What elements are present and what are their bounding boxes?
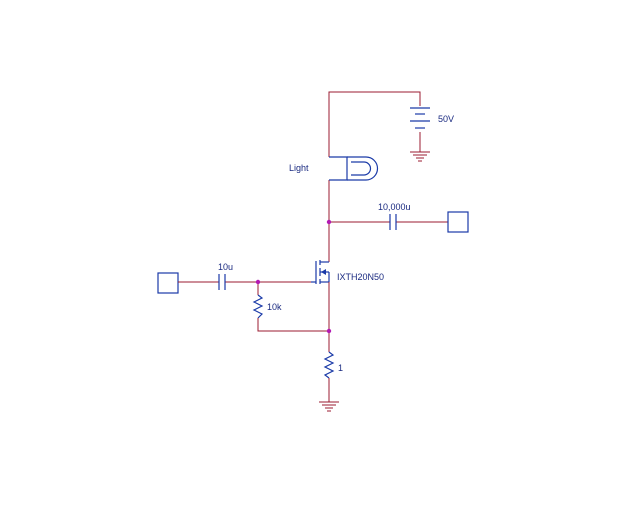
gate-resistor-return-wire [257,318,329,332]
source-resistor-symbol [323,351,335,379]
output-capacitor-label: 10,000u [378,202,411,212]
junction-node [255,279,261,285]
input-capacitor-label: 10u [218,262,233,272]
lamp-symbol [329,156,379,181]
junction-node [326,328,332,334]
ground-icon [319,401,339,412]
lamp-label: Light [289,163,309,173]
ground-icon [410,151,430,162]
source-resistor-label: 1 [338,363,343,373]
top-wires [328,91,421,222]
input-port [157,272,179,294]
mosfet-label: IXTH20N50 [337,272,384,282]
junction-node [326,219,332,225]
gate-resistor-symbol [252,294,264,319]
output-capacitor-symbol [389,214,397,230]
battery-symbol [410,107,430,129]
output-port [447,211,469,233]
input-capacitor-symbol [218,274,226,290]
battery-voltage-label: 50V [438,114,454,124]
gate-resistor-label: 10k [267,302,282,312]
mosfet-symbol [311,222,330,284]
